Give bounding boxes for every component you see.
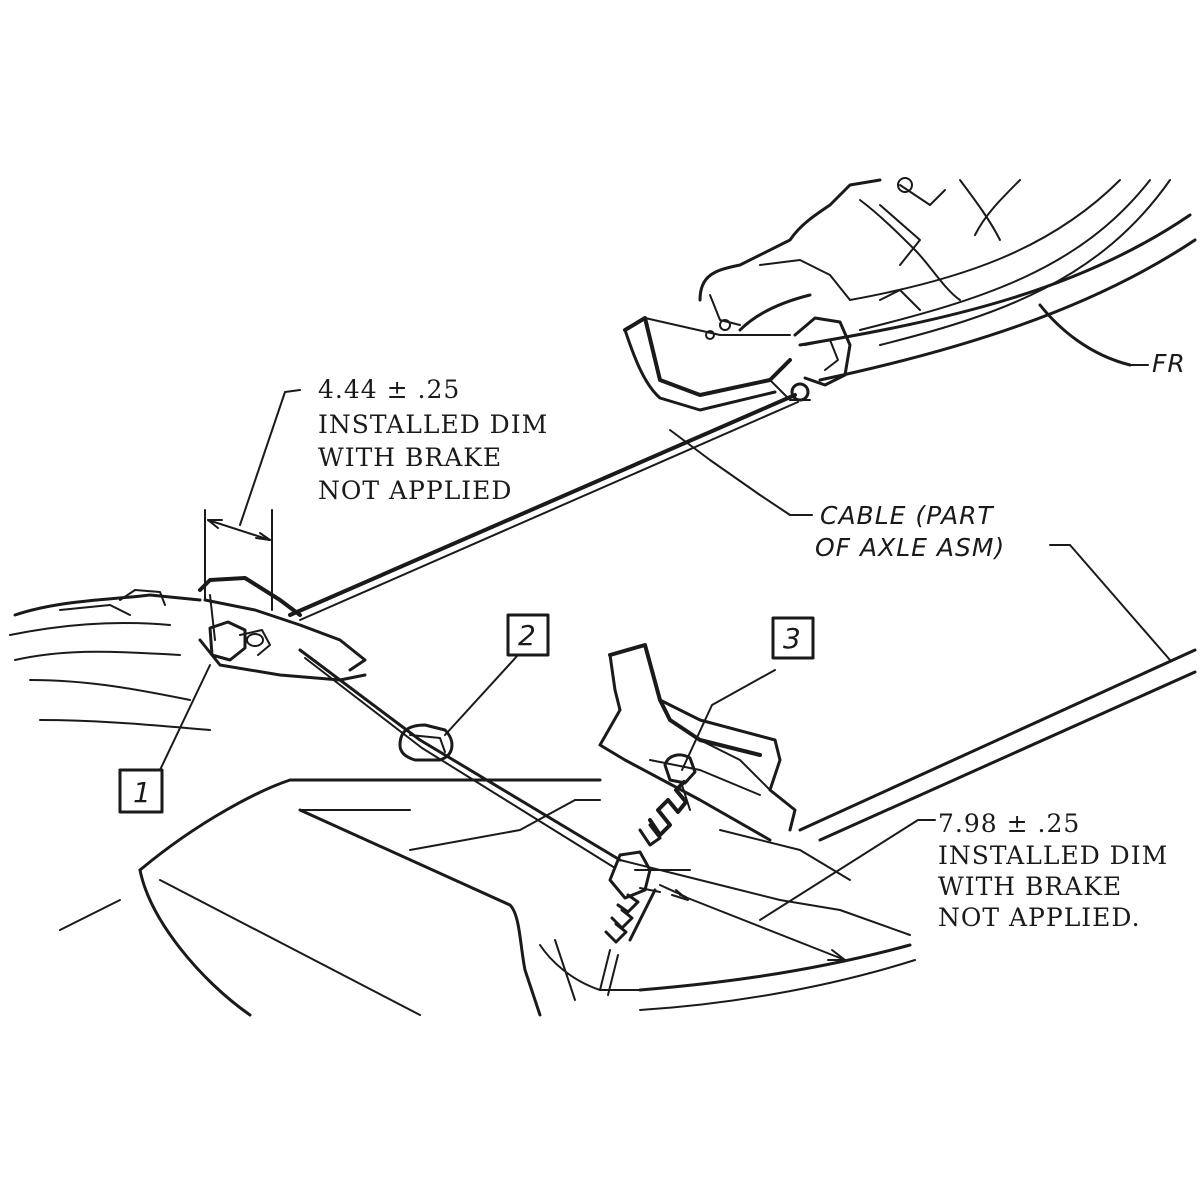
callout-3-number: 3 <box>783 622 801 655</box>
lower-body-panel <box>59 778 936 1017</box>
left-body-section <box>9 389 367 731</box>
cable-note-line-1: CABLE (PART <box>820 501 994 530</box>
cable-guide-2 <box>398 654 519 762</box>
cable-note: CABLE (PART OF AXLE ASM) <box>815 501 1005 562</box>
return-spring <box>599 780 691 996</box>
left-dimension-line-3: NOT APPLIED <box>318 476 512 505</box>
callout-2-number: 2 <box>518 619 536 652</box>
left-dimension-note: 4.44 ± .25 INSTALLED DIM WITH BRAKE NOT … <box>318 375 548 505</box>
left-dimension-line-1: INSTALLED DIM <box>318 410 548 439</box>
callout-1-number: 1 <box>133 776 151 809</box>
cable-note-line-2: OF AXLE ASM) <box>815 533 1005 562</box>
right-dimension-line-2: WITH BRAKE <box>938 872 1122 901</box>
callout-3: 3 <box>771 616 815 660</box>
right-dimension-line-1: INSTALLED DIM <box>938 841 1168 870</box>
cable-leader <box>669 429 1171 661</box>
callout-1: 1 <box>118 664 211 814</box>
left-dimension-line-2: WITH BRAKE <box>318 443 502 472</box>
right-dimension-note: 7.98 ± .25 INSTALLED DIM WITH BRAKE NOT … <box>938 809 1168 932</box>
frame-label-group: FR <box>1129 349 1186 378</box>
frame-label: FR <box>1152 349 1186 378</box>
callout-2: 2 <box>506 613 550 657</box>
right-dimension-line-3: NOT APPLIED. <box>938 903 1141 932</box>
center-bracket <box>598 643 797 842</box>
frame-rail-assembly <box>623 177 1197 412</box>
right-dimension-value: 7.98 ± .25 <box>938 809 1080 838</box>
left-dimension-value: 4.44 ± .25 <box>318 375 460 404</box>
